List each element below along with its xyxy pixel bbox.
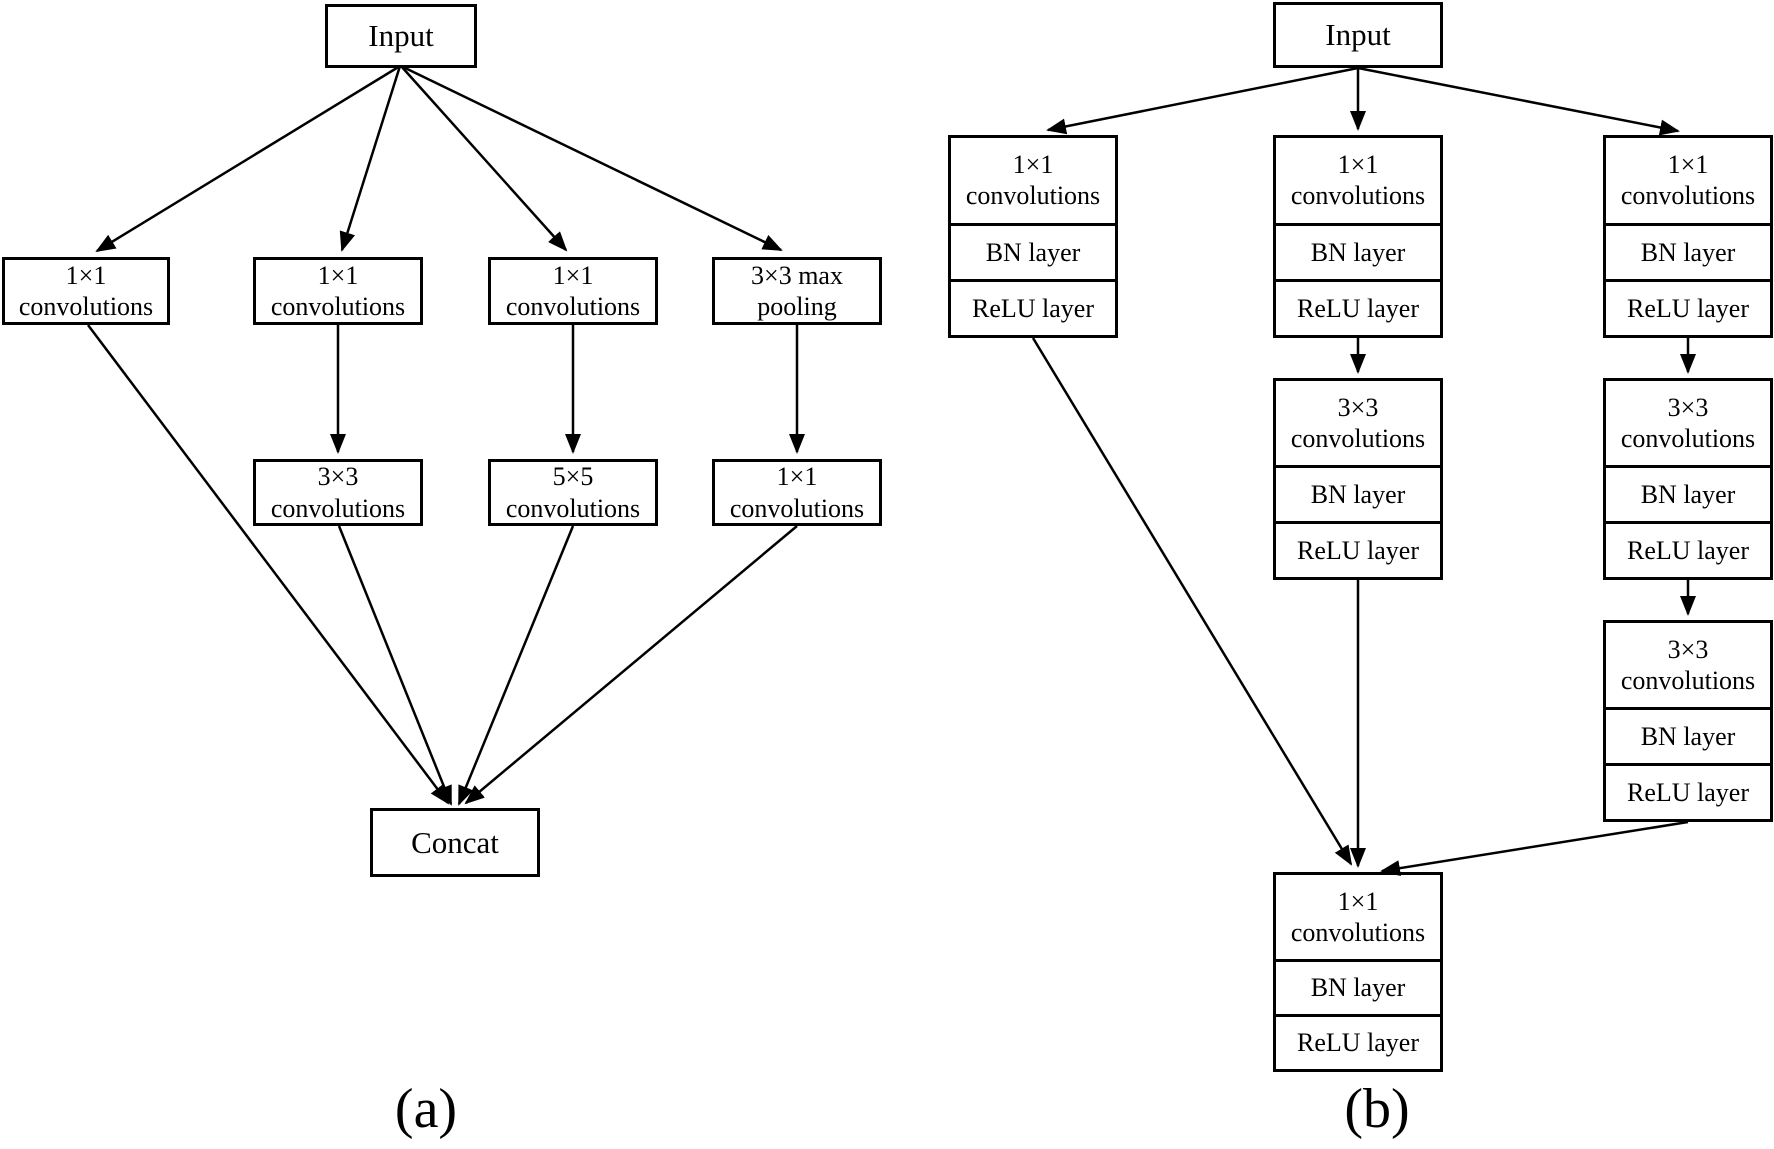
b-branch2-mid-relu-cell: ReLU layer xyxy=(1276,521,1440,577)
b-branch3-bottom-stack: 3×3 convolutions BN layer ReLU layer xyxy=(1603,620,1773,822)
b-branch1-conv1x1-cell: 1×1 convolutions xyxy=(965,150,1101,211)
a-arrow-input-branch1 xyxy=(95,64,401,253)
b-branch2-relu-cell: ReLU layer xyxy=(1276,278,1440,335)
caption-a: (a) xyxy=(394,1078,458,1140)
a-branch3-conv5x5-box: 5×5 convolutions xyxy=(488,459,658,526)
b-branch2-top-stack: 1×1 convolutions BN layer ReLU layer xyxy=(1273,135,1443,338)
b-branch2-bn-cell: BN layer xyxy=(1276,222,1440,279)
b-branch3-bn-cell: BN layer xyxy=(1606,222,1770,279)
b-input-box: Input xyxy=(1273,2,1443,68)
a-input-box: Input xyxy=(325,4,477,68)
a-branch2-conv1x1-box: 1×1 convolutions xyxy=(253,257,423,325)
a-branch2-conv3x3-box: 3×3 convolutions xyxy=(253,459,423,526)
b-branch2-mid-stack: 3×3 convolutions BN layer ReLU layer xyxy=(1273,378,1443,580)
b-branch3-top-stack: 1×1 convolutions BN layer ReLU layer xyxy=(1603,135,1773,338)
b-output-bn-cell: BN layer xyxy=(1276,958,1440,1014)
a-arrow-input-branch4 xyxy=(400,64,783,252)
a-arrow-input-branch3 xyxy=(400,65,568,252)
a-arrow-branch1-concat xyxy=(87,324,450,805)
a-branch1-conv1x1-box: 1×1 convolutions xyxy=(2,257,170,325)
b-branch2-conv1x1-cell: 1×1 convolutions xyxy=(1290,150,1426,211)
caption-b: (b) xyxy=(1344,1078,1410,1140)
b-arrow-branch3-output xyxy=(1380,820,1689,877)
a-branch3-conv1x1-box: 1×1 convolutions xyxy=(488,257,658,325)
b-output-relu-cell: ReLU layer xyxy=(1276,1013,1440,1069)
b-branch3-mid-stack: 3×3 convolutions BN layer ReLU layer xyxy=(1603,378,1773,580)
b-output-conv1x1-cell: 1×1 convolutions xyxy=(1290,886,1426,947)
b-branch1-relu-cell: ReLU layer xyxy=(951,278,1115,335)
b-output-stack: 1×1 convolutions BN layer ReLU layer xyxy=(1273,872,1443,1072)
a-arrow-branch4-concat xyxy=(464,525,798,805)
a-arrow-input-branch2 xyxy=(339,65,402,252)
b-branch3-conv3x3-2-cell: 3×3 convolutions xyxy=(1620,635,1756,696)
b-branch3-conv3x3-cell: 3×3 convolutions xyxy=(1620,393,1756,454)
a-branch4-maxpool-box: 3×3 max pooling xyxy=(712,257,882,325)
a-arrow-branch2-concat xyxy=(337,525,453,806)
b-branch1-top-stack: 1×1 convolutions BN layer ReLU layer xyxy=(948,135,1118,338)
b-branch2-mid-bn-cell: BN layer xyxy=(1276,465,1440,521)
b-branch3-relu-cell: ReLU layer xyxy=(1606,278,1770,335)
a-branch4-conv1x1-box: 1×1 convolutions xyxy=(712,459,882,526)
b-arrow-input-branch3 xyxy=(1357,66,1680,136)
b-arrow-input-branch1 xyxy=(1046,66,1359,135)
b-branch2-conv3x3-cell: 3×3 convolutions xyxy=(1290,393,1426,454)
b-branch3-conv1x1-cell: 1×1 convolutions xyxy=(1620,150,1756,211)
b-branch3-bottom-bn-cell: BN layer xyxy=(1606,707,1770,763)
b-branch3-bottom-relu-cell: ReLU layer xyxy=(1606,763,1770,819)
b-branch1-bn-cell: BN layer xyxy=(951,222,1115,279)
b-branch3-mid-relu-cell: ReLU layer xyxy=(1606,521,1770,577)
a-arrow-branch3-concat xyxy=(457,525,575,806)
a-concat-box: Concat xyxy=(370,808,540,877)
b-branch3-mid-bn-cell: BN layer xyxy=(1606,465,1770,521)
